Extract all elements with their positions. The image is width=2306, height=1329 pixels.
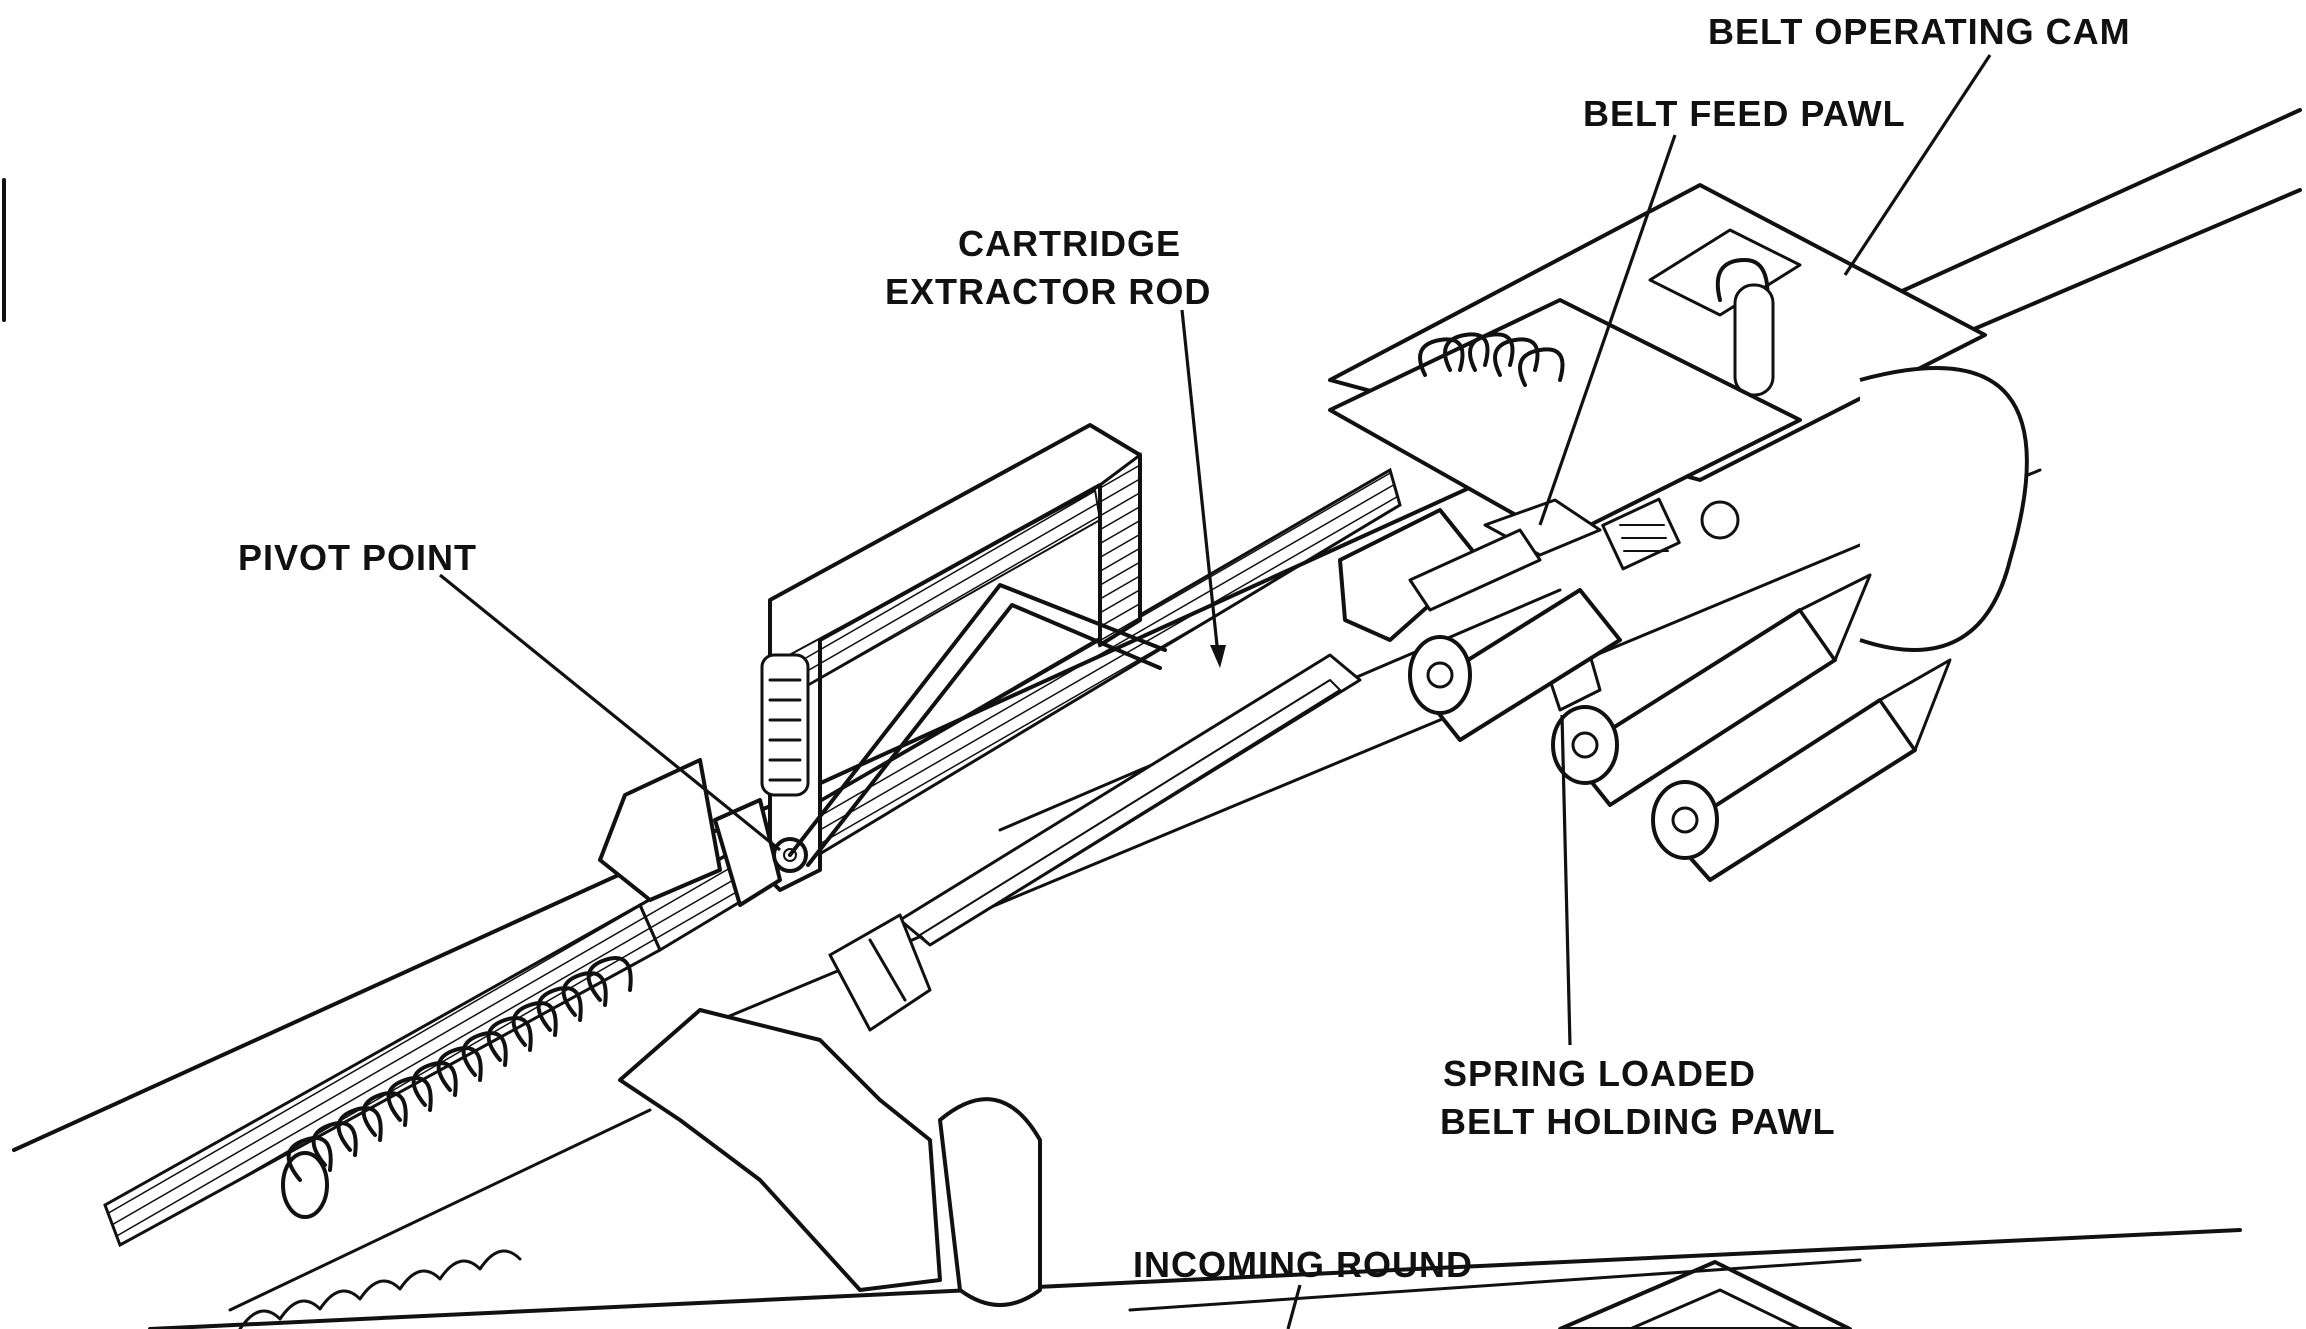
cartridge-extractor-rod <box>898 653 1362 947</box>
label-pivot-point: PIVOT POINT <box>238 537 477 578</box>
callout-labels: BELT OPERATING CAM BELT FEED PAWL CARTRI… <box>238 11 2131 1285</box>
driving-spring <box>281 956 633 1219</box>
leader-lines <box>438 54 1992 1329</box>
leader-belt-operating-cam <box>1843 54 1992 276</box>
label-belt-feed-pawl: BELT FEED PAWL <box>1583 93 1906 134</box>
cartridges <box>1408 573 1952 882</box>
label-belt-holding-pawl: BELT HOLDING PAWL <box>1440 1101 1836 1142</box>
leader-incoming-round <box>1286 1284 1302 1329</box>
bolt-assembly <box>618 913 1042 1307</box>
lower-guide-spring <box>228 1108 652 1329</box>
label-incoming-round: INCOMING ROUND <box>1133 1244 1473 1285</box>
belt-feed-pawl <box>1483 497 1740 571</box>
cover-latch-bracket <box>598 423 1142 907</box>
label-spring-loaded: SPRING LOADED <box>1443 1053 1756 1094</box>
belt-cam-spring <box>1418 332 1565 387</box>
cartridge-round <box>1551 573 1872 807</box>
lower-tray <box>1558 1260 1852 1329</box>
leader-cartridge-extractor-rod <box>1180 309 1220 656</box>
leader-belt-holding-pawl <box>1560 714 1572 1046</box>
leader-belt-feed-pawl <box>1538 134 1677 526</box>
leader-pivot-point <box>438 573 782 852</box>
label-extractor-rod: EXTRACTOR ROD <box>885 271 1211 312</box>
cartridge-round <box>1651 658 1952 882</box>
label-cartridge: CARTRIDGE <box>958 223 1181 264</box>
cartridge-round <box>1408 588 1622 742</box>
latch-spring <box>760 653 810 797</box>
arrowhead-extractor-rod <box>1210 645 1226 668</box>
extractor-lever <box>788 583 1167 867</box>
label-belt-operating-cam: BELT OPERATING CAM <box>1708 11 2131 52</box>
